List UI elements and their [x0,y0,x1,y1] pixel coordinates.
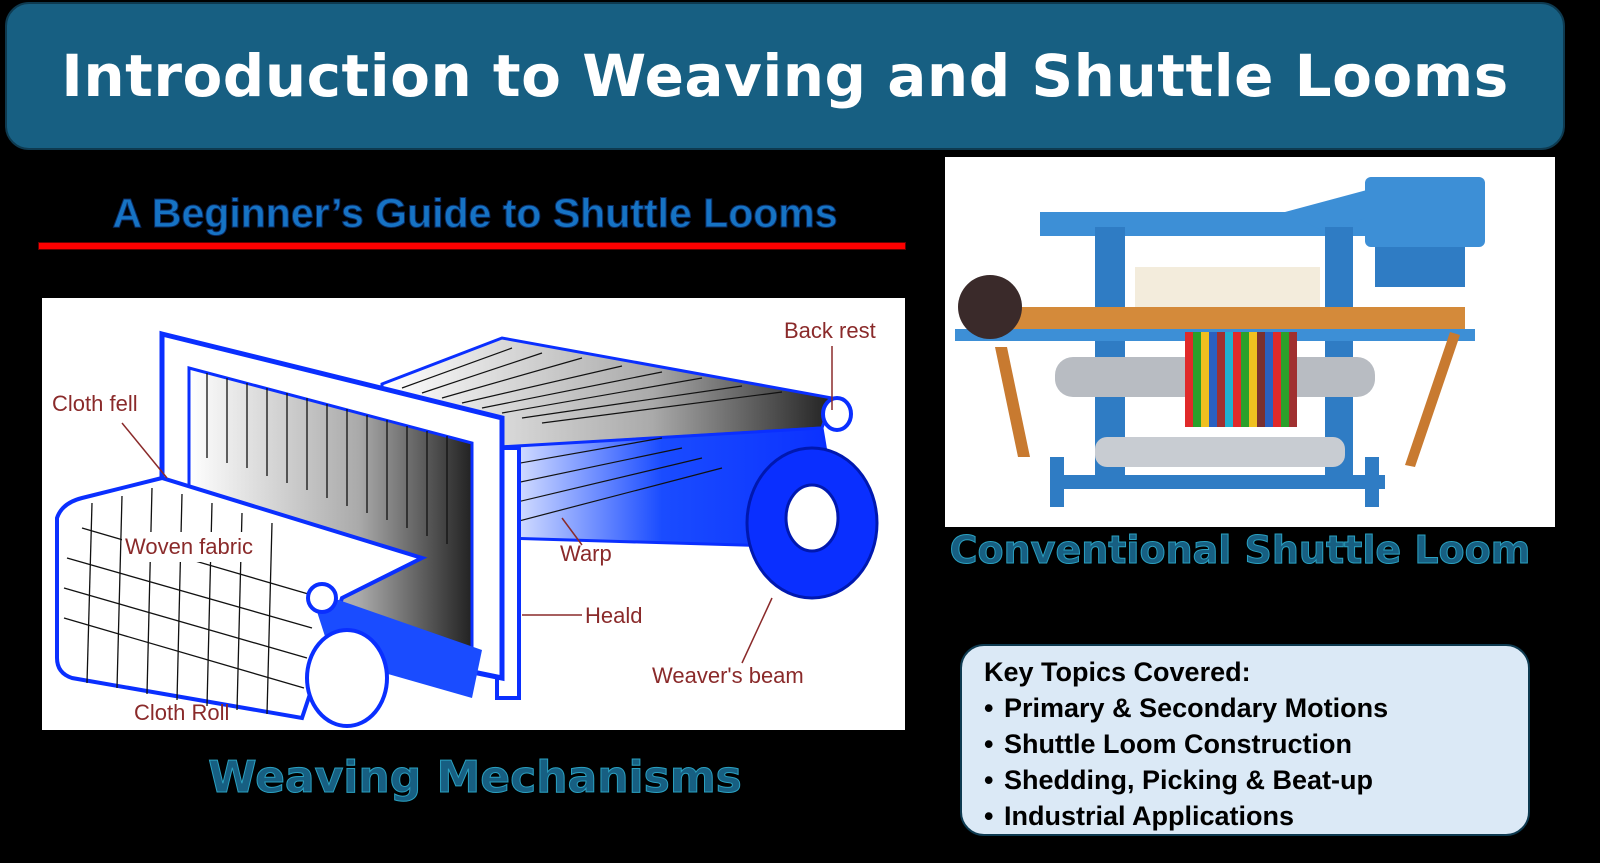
bullet-icon: • [984,693,994,723]
list-item: •Shedding, Picking & Beat-up [984,762,1528,798]
subtitle: A Beginner’s Guide to Shuttle Looms [112,190,838,237]
divider [38,242,906,250]
bullet-icon: • [984,729,994,759]
key-topics-list: •Primary & Secondary Motions •Shuttle Lo… [984,690,1528,834]
key-topics-box: Key Topics Covered: •Primary & Secondary… [960,644,1530,836]
bullet-icon: • [984,801,994,831]
weaving-diagram: Cloth fell Woven fabric Cloth Roll Back … [42,298,905,730]
label-warp: Warp [560,541,612,566]
label-cloth-roll: Cloth Roll [134,700,229,725]
list-item: •Shuttle Loom Construction [984,726,1528,762]
diagram-caption: Weaving Mechanisms [208,752,743,804]
label-cloth-fell: Cloth fell [52,391,138,416]
label-heald: Heald [585,603,642,628]
bullet-icon: • [984,765,994,795]
list-item: •Primary & Secondary Motions [984,690,1528,726]
list-item: •Industrial Applications [984,798,1528,834]
photo-caption: Conventional Shuttle Loom [949,528,1531,573]
title-banner: Introduction to Weaving and Shuttle Loom… [5,2,1565,150]
shuttle-loom-photo [945,157,1555,527]
key-topics-heading: Key Topics Covered: [984,657,1251,687]
label-woven-fabric: Woven fabric [125,534,253,559]
page-title: Introduction to Weaving and Shuttle Loom… [61,42,1509,110]
label-back-rest: Back rest [784,318,876,343]
label-weavers-beam: Weaver's beam [652,663,804,688]
